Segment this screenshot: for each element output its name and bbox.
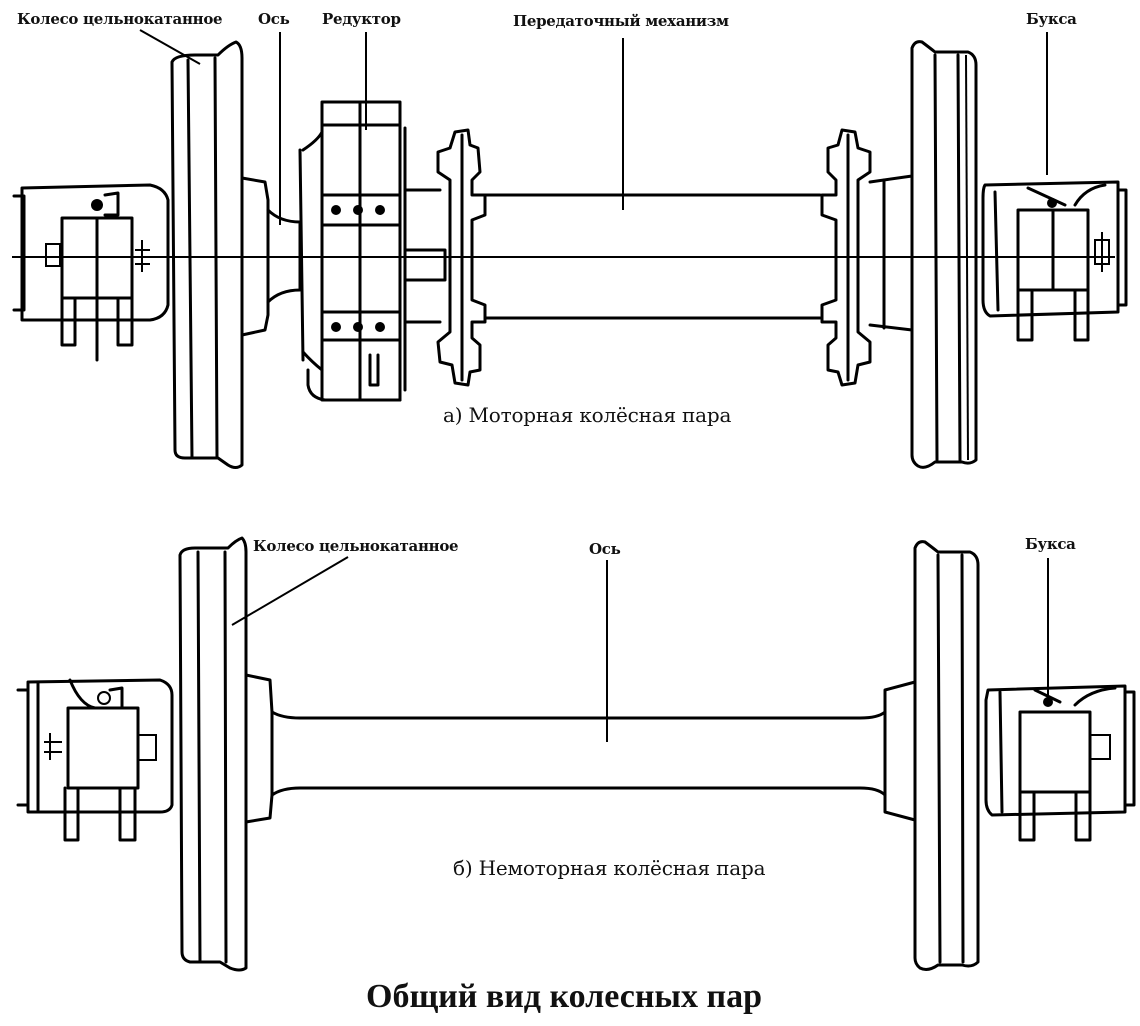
wheel-right-b [913, 540, 980, 971]
label-axlebox-a: Букса [1026, 10, 1077, 28]
flange-right [820, 128, 872, 387]
motor-wheelset [12, 29, 1128, 469]
axlebox-right-b [984, 684, 1136, 842]
label-gearbox: Редуктор [322, 10, 401, 28]
figure-title: Общий вид колесных пар [366, 978, 762, 1015]
leader-wheel-a [139, 29, 201, 65]
caption-motor-wheelset: а) Моторная колёсная пара [443, 403, 732, 427]
axle-b [244, 673, 917, 824]
flange-left [436, 128, 487, 387]
wheel-left-b [178, 536, 248, 972]
axlebox-right-a [981, 180, 1128, 342]
leader-wheel-b [231, 556, 349, 626]
gearbox [298, 100, 447, 402]
label-axlebox-b: Букса [1025, 535, 1076, 553]
wheel-right-a [910, 40, 978, 469]
caption-trailer-wheelset: б) Немоторная колёсная пара [453, 856, 766, 880]
wheel-left-a [170, 40, 270, 469]
label-transmission: Передаточный механизм [513, 12, 729, 30]
label-wheel-b: Колесо цельнокатанное [253, 537, 459, 555]
trailer-wheelset [16, 536, 1136, 972]
label-wheel-a: Колесо цельнокатанное [17, 10, 223, 28]
axlebox-left-b [16, 678, 174, 842]
label-axle-b: Ось [589, 540, 621, 558]
label-axle-a: Ось [258, 10, 290, 28]
transmission-tube [483, 193, 822, 320]
axlebox-left-a [12, 183, 170, 362]
